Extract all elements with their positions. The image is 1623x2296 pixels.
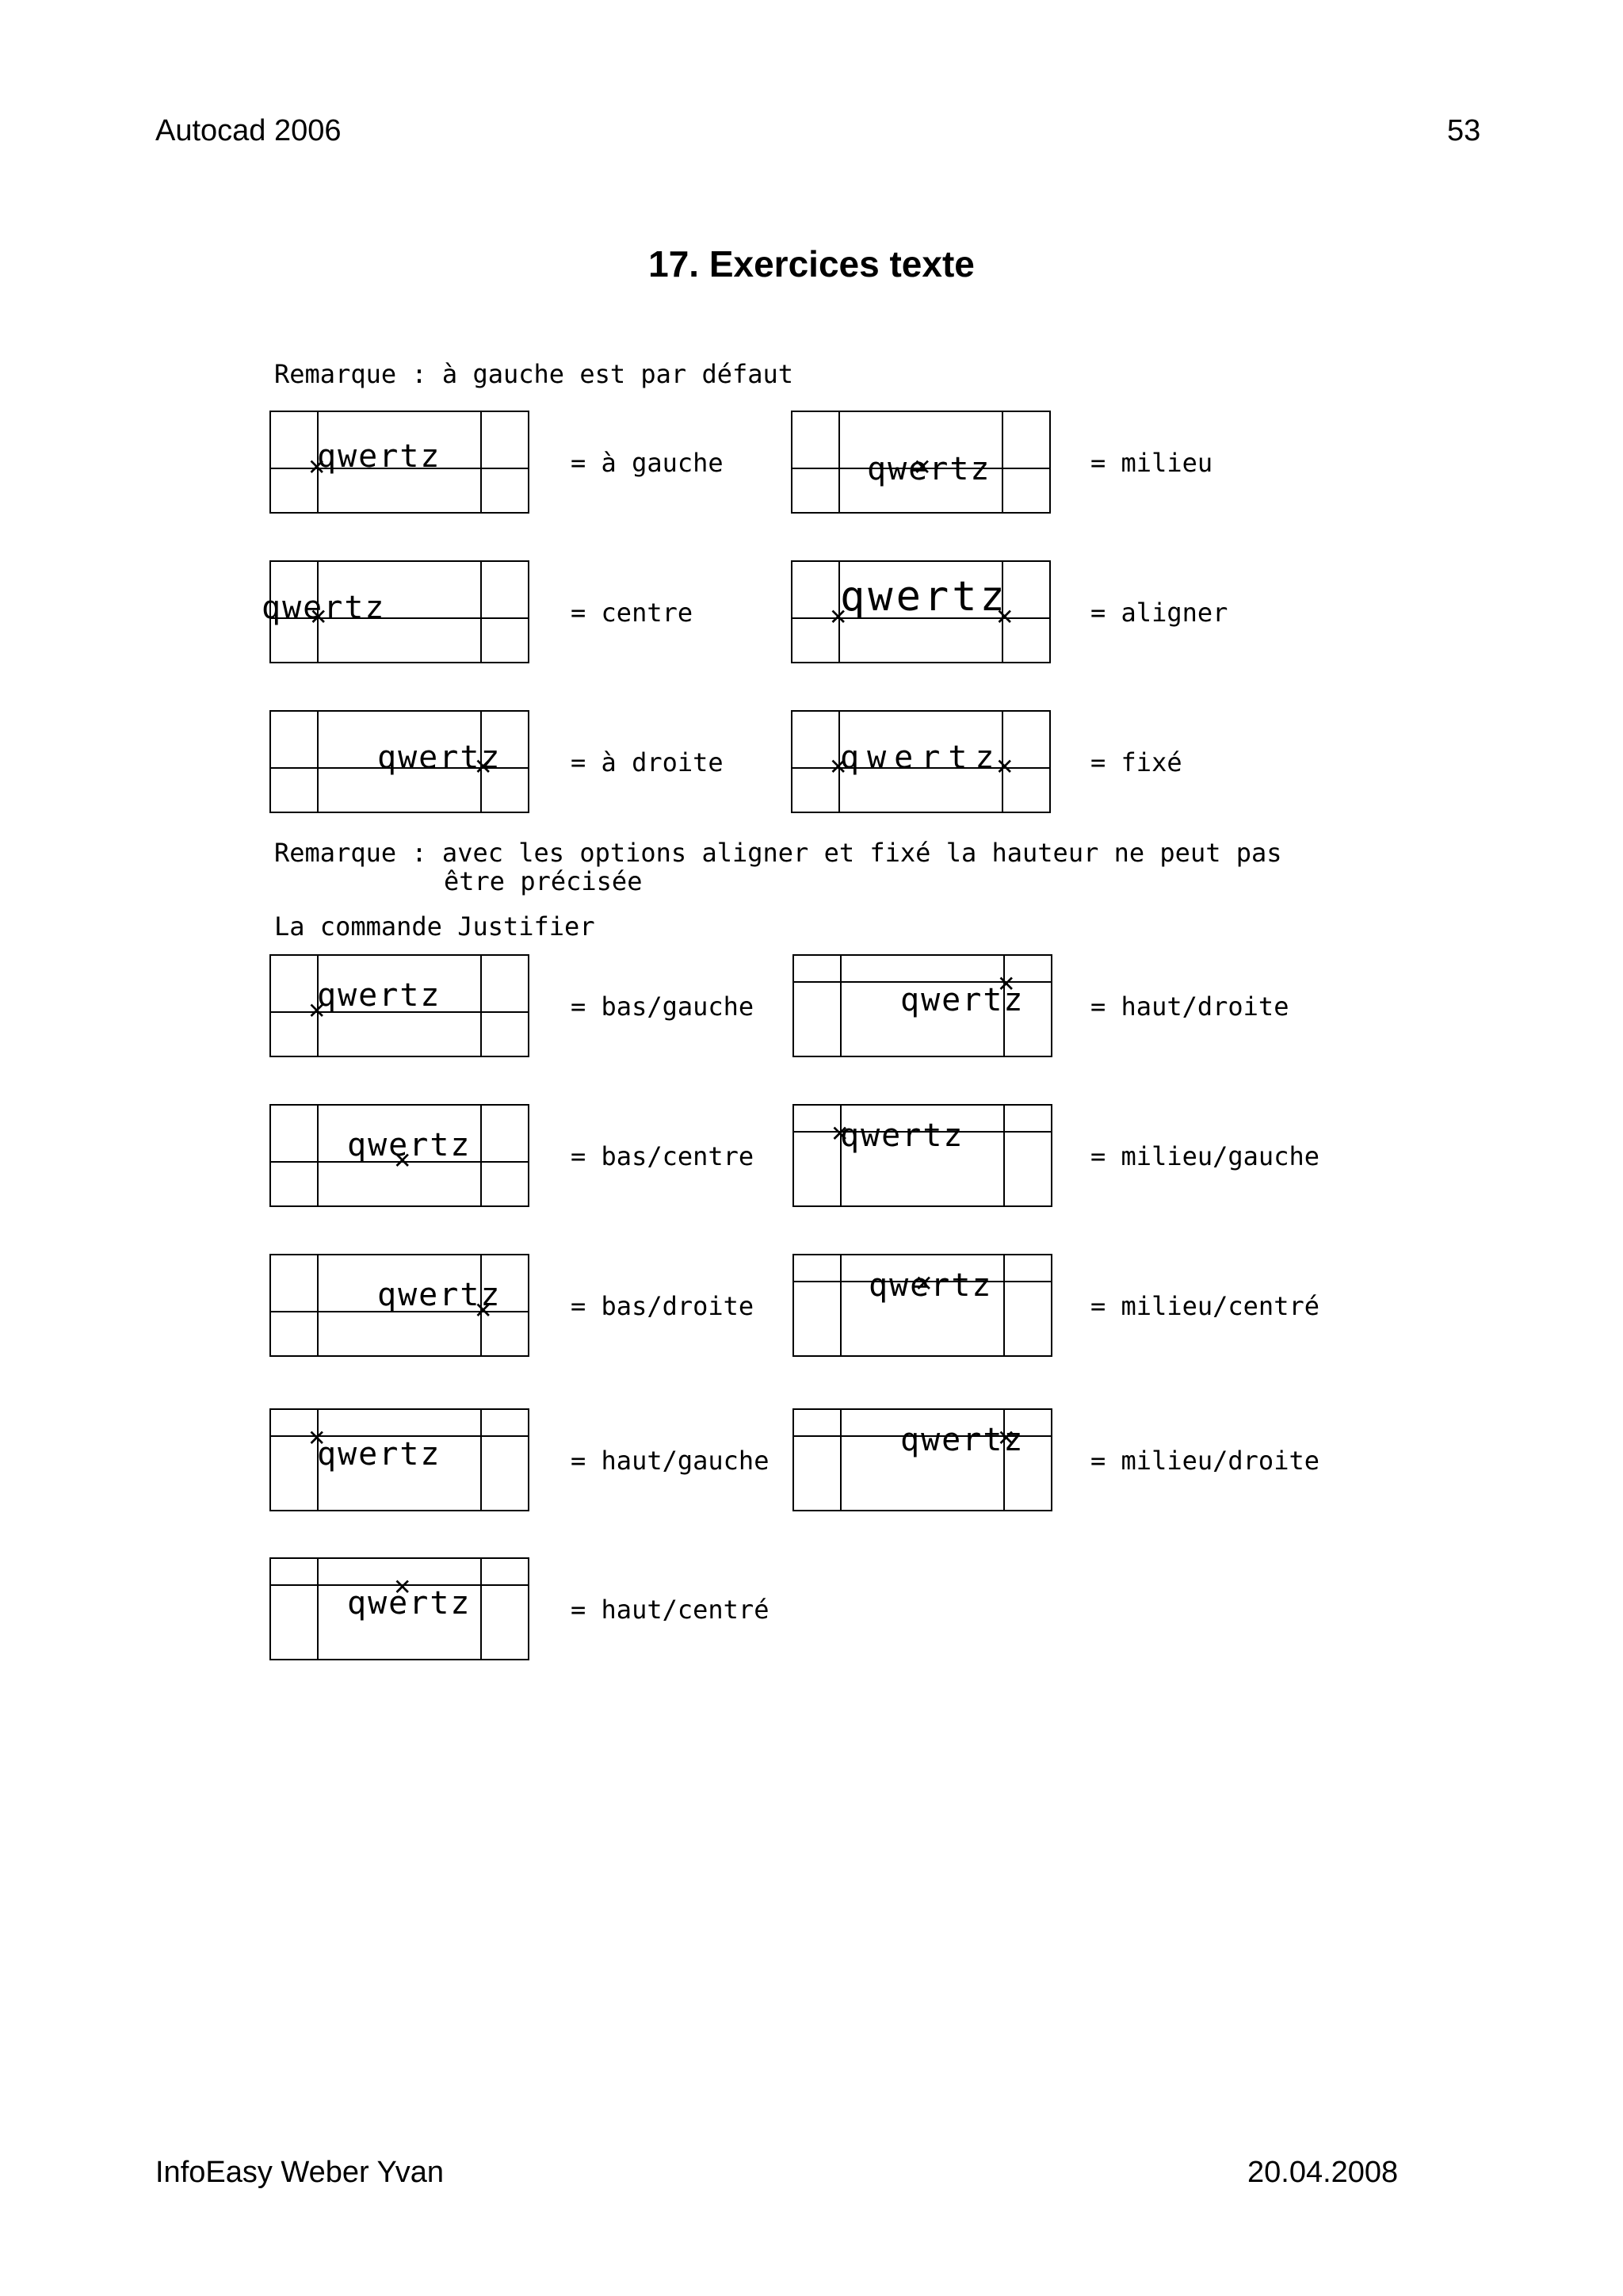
label-milieu: = milieu <box>1090 448 1213 478</box>
insertion-point-marker: ✕ <box>831 1121 850 1147</box>
example-text: qwertz <box>840 739 1002 776</box>
label-a-gauche: = à gauche <box>571 448 724 478</box>
insertion-point-marker-end: ✕ <box>995 754 1014 780</box>
example-box-bas-gauche: qwertz ✕ <box>269 954 529 1057</box>
insertion-point-marker-start: ✕ <box>829 754 848 780</box>
example-text: qwertz <box>317 438 441 475</box>
remark-aligner-fixe-cont: être précisée <box>444 866 643 896</box>
example-text: qwertz <box>900 982 1025 1018</box>
example-text: qwertz <box>900 1422 1025 1458</box>
insertion-point-marker-end: ✕ <box>995 604 1014 630</box>
label-fixe: = fixé <box>1090 747 1182 777</box>
insertion-point-marker: ✕ <box>307 454 327 480</box>
example-box-droite: qwertz ✕ <box>269 710 529 813</box>
example-box-gauche: qwertz ✕ <box>269 411 529 514</box>
insertion-point-marker: ✕ <box>915 1270 934 1297</box>
remark-aligner-fixe: Remarque : avec les options aligner et f… <box>274 838 1282 868</box>
example-box-milieu-gauche: qwertz ✕ <box>792 1104 1052 1207</box>
label-bas-centre: = bas/centre <box>571 1141 754 1171</box>
example-text: qwertz <box>377 739 502 776</box>
insertion-point-marker: ✕ <box>307 998 327 1024</box>
insertion-point-marker: ✕ <box>474 754 493 780</box>
example-text: qwertz <box>840 573 1008 621</box>
label-milieu-gauche: = milieu/gauche <box>1090 1141 1319 1171</box>
label-bas-droite: = bas/droite <box>571 1291 754 1321</box>
label-haut-centre: = haut/centré <box>571 1595 769 1625</box>
insertion-point-marker: ✕ <box>393 1574 412 1600</box>
insertion-point-marker: ✕ <box>997 971 1016 997</box>
label-haut-droite: = haut/droite <box>1090 991 1289 1022</box>
example-text: qwertz <box>317 1436 441 1473</box>
example-box-haut-droite: qwertz ✕ <box>792 954 1052 1057</box>
label-haut-gauche: = haut/gauche <box>571 1446 769 1476</box>
example-text: qwertz <box>840 1117 964 1154</box>
label-milieu-droite: = milieu/droite <box>1090 1446 1319 1476</box>
example-box-centre: qwertz ✕ <box>262 560 529 663</box>
insertion-point-marker: ✕ <box>307 1425 327 1451</box>
label-bas-gauche: = bas/gauche <box>571 991 754 1022</box>
remark-default: Remarque : à gauche est par défaut <box>274 359 794 389</box>
insertion-point-marker: ✕ <box>393 1148 412 1174</box>
example-box-milieu: qwertz ✕ <box>791 411 1051 514</box>
example-text: qwertz <box>347 1127 472 1163</box>
insertion-point-marker: ✕ <box>309 604 328 630</box>
insertion-point-marker: ✕ <box>913 454 932 480</box>
insertion-point-marker: ✕ <box>997 1425 1016 1451</box>
footer-date: 20.04.2008 <box>1247 2156 1399 2189</box>
example-box-bas-droite: qwertz ✕ <box>269 1254 529 1357</box>
page-title: 17. Exercices texte <box>648 243 975 285</box>
example-box-milieu-droite: qwertz ✕ <box>792 1408 1052 1511</box>
header-page-number: 53 <box>1447 114 1481 147</box>
example-box-haut-centre: qwertz ✕ <box>269 1557 529 1660</box>
example-text: qwertz <box>869 1267 993 1304</box>
example-box-milieu-centre: qwertz ✕ <box>792 1254 1052 1357</box>
label-aligner: = aligner <box>1090 598 1228 628</box>
label-a-droite: = à droite <box>571 747 724 777</box>
example-text: qwertz <box>262 590 386 626</box>
insertion-point-marker: ✕ <box>474 1297 493 1324</box>
example-box-aligner: qwertz ✕ ✕ <box>791 560 1051 663</box>
example-text: qwertz <box>377 1277 502 1313</box>
example-box-bas-centre: qwertz ✕ <box>269 1104 529 1207</box>
example-text: qwertz <box>347 1585 472 1622</box>
remark-justifier: La commande Justifier <box>274 911 595 942</box>
label-centre: = centre <box>571 598 693 628</box>
example-text: qwertz <box>317 977 441 1014</box>
insertion-point-marker-start: ✕ <box>829 604 848 630</box>
label-milieu-centre: = milieu/centré <box>1090 1291 1319 1321</box>
example-text: qwertz <box>867 451 991 487</box>
header-left: Autocad 2006 <box>155 114 342 147</box>
example-box-haut-gauche: qwertz ✕ <box>269 1408 529 1511</box>
example-box-fixe: qwertz ✕ ✕ <box>791 710 1051 813</box>
footer-author: InfoEasy Weber Yvan <box>155 2156 445 2189</box>
